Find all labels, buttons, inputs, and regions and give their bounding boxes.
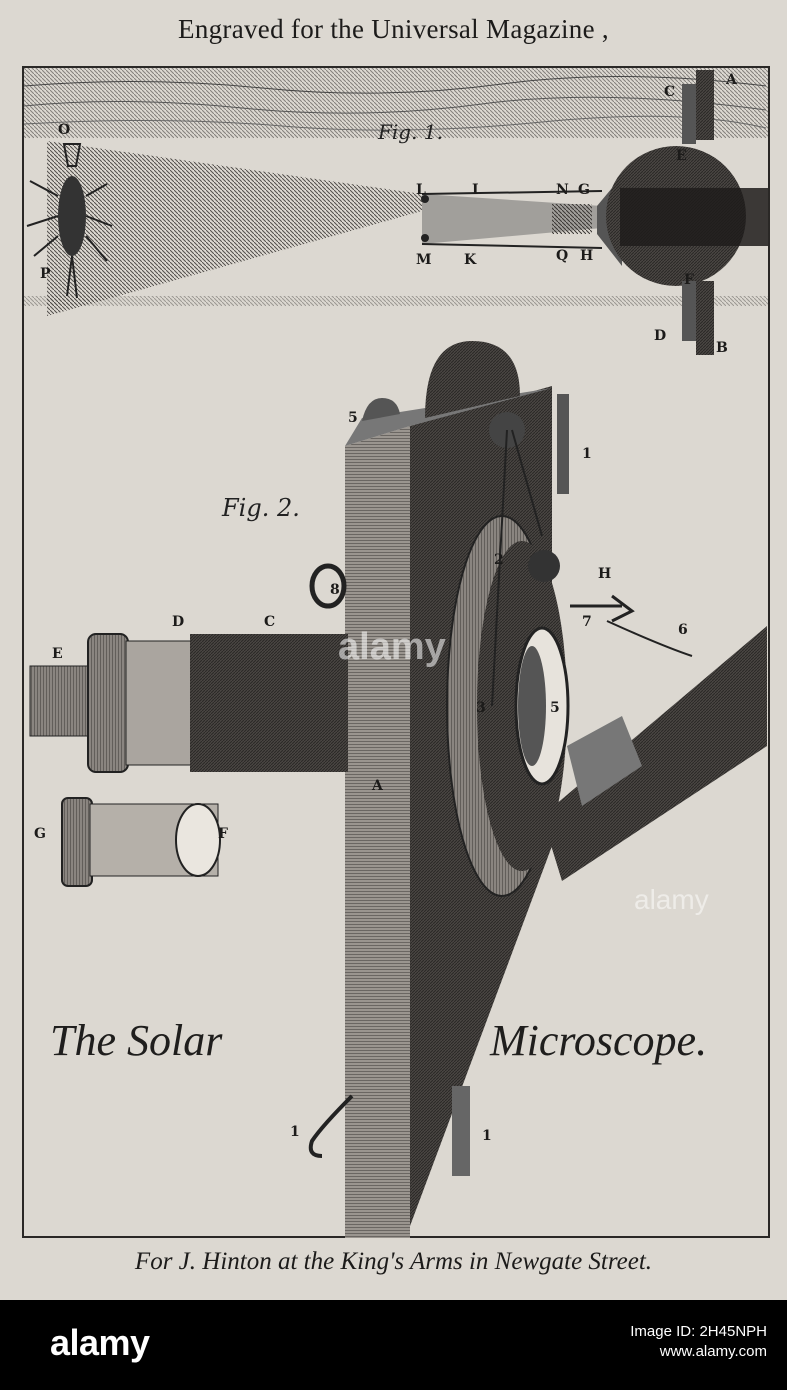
fig2-label-7: 7 [582, 614, 592, 630]
fig1-insect [26, 143, 113, 299]
fig1-letter-d: D [654, 328, 667, 344]
fig2-label: Fig. 2. [222, 494, 300, 522]
fig2-small-tube [61, 797, 221, 887]
fig2-label-3: 3 [476, 700, 486, 716]
fig2-label-f: F [218, 826, 228, 842]
fig2-label-1-left: 1 [290, 1124, 300, 1140]
title-microscope: Microscope. [490, 1016, 708, 1065]
fig2-label-1-top: 1 [582, 446, 592, 462]
fig1-sky [23, 68, 768, 306]
engraving-illustration [23, 68, 768, 1238]
fig1-globe [606, 70, 768, 355]
stock-image-id: Image ID: 2H45NPH [630, 1323, 767, 1340]
fig1-letter-h: H [580, 248, 594, 264]
fig1-letter-f: F [684, 272, 694, 288]
fig2-mirror-arm [542, 594, 767, 881]
fig1-letter-m: M [416, 252, 432, 268]
fig2-ring-lens [446, 412, 570, 897]
engraving-page: Engraved for the Universal Magazine , [0, 0, 787, 1300]
fig2-label-c: C [264, 614, 276, 630]
fig2-label-5-lens: 5 [550, 700, 560, 716]
fig2-label-5-top: 5 [348, 410, 358, 426]
stock-band [0, 1300, 787, 1390]
fig1-letter-c: C [664, 84, 676, 100]
fig1-letter-b: B [716, 340, 728, 356]
fig1-letter-e: E [676, 148, 687, 164]
fig1-letter-g: G [578, 182, 590, 198]
fig2-label-8: 8 [330, 582, 340, 598]
fig1-letter-l: L [416, 182, 426, 198]
watermark-right: alamy [634, 884, 709, 915]
fig1-letter-n: N [556, 182, 569, 198]
fig2-label-6: 6 [678, 622, 688, 638]
fig1-letter-a: A [726, 72, 737, 88]
fig1-letter-p: P [40, 266, 51, 282]
footer-caption: For J. Hinton at the King's Arms in Newg… [134, 1248, 653, 1275]
fig1-letter-k: K [464, 252, 477, 268]
fig1-letter-i: I [472, 182, 479, 198]
fig1-letter-q: Q [556, 248, 569, 264]
fig1-light-cone [47, 141, 622, 316]
fig2-label-g: G [34, 826, 46, 842]
stock-url: www.alamy.com [659, 1343, 767, 1360]
fig1-label: Fig. 1. [378, 120, 443, 144]
fig2-label-a: A [372, 778, 383, 794]
fig2-tube [29, 563, 348, 773]
fig2-label-1-right: 1 [482, 1128, 492, 1144]
fig2-label-e: E [52, 646, 63, 662]
fig2-label-h: H [598, 566, 612, 582]
stock-image-info: Image ID: 2H45NPH www.alamy.com [630, 1322, 767, 1362]
stock-logo: alamy [50, 1322, 150, 1363]
fig2-label-2: 2 [494, 552, 504, 568]
watermark-center: alamy [338, 626, 446, 668]
header-caption: Engraved for the Universal Magazine , [178, 14, 609, 44]
title-the-solar: The Solar [50, 1016, 223, 1065]
fig1-letter-o: O [58, 122, 71, 138]
fig2-label-d: D [172, 614, 185, 630]
